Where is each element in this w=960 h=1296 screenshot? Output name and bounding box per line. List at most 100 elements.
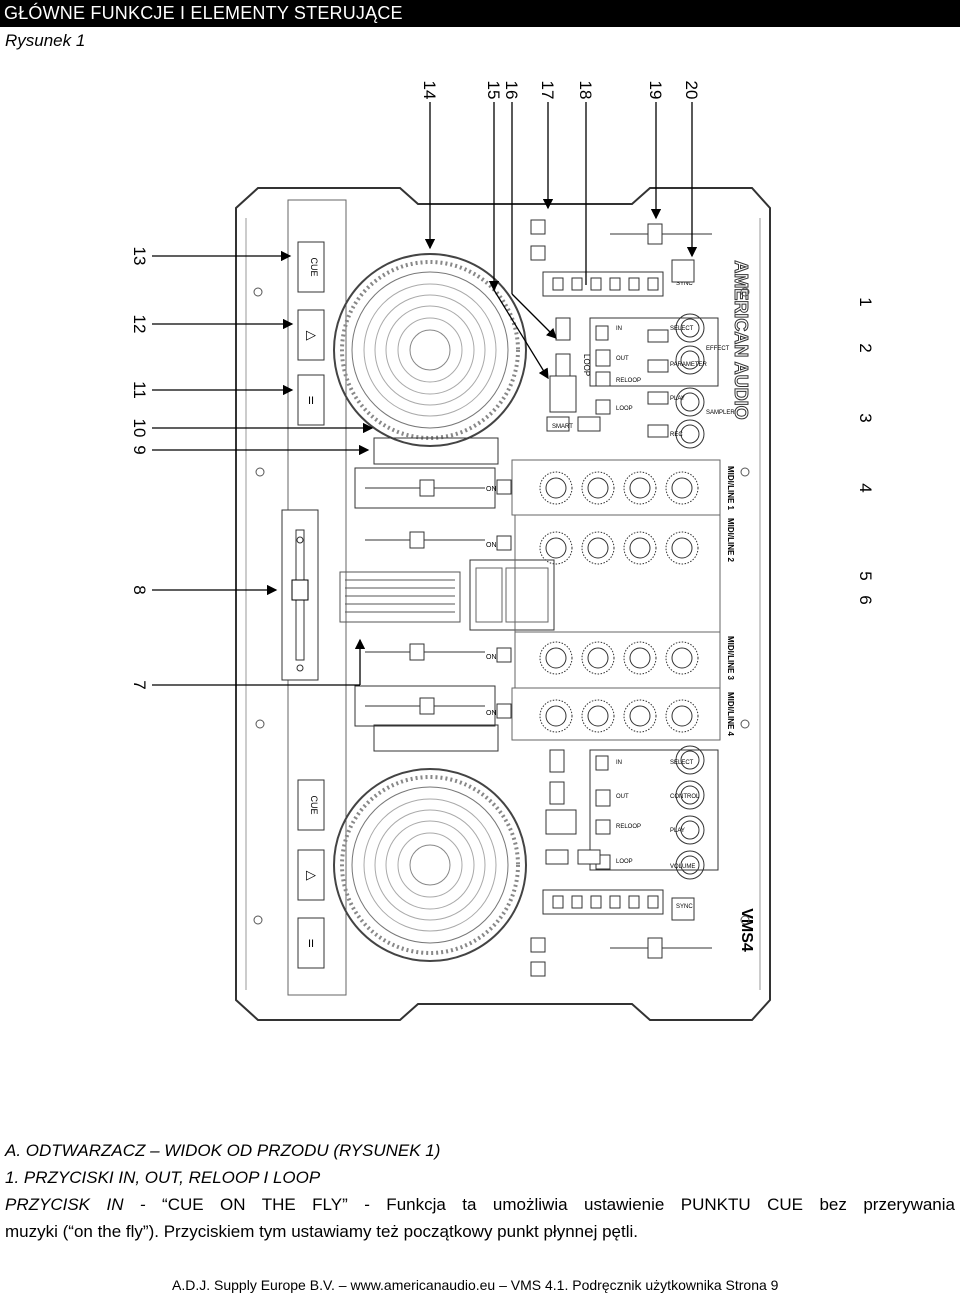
sync-label-bottom: SYNC [676,904,693,910]
knob-2-3 [629,537,651,559]
on-label-2: ON [486,542,497,549]
on-label-4: ON [486,710,497,717]
cue-button-top: CUE [297,241,325,293]
callout-number-2: 2 [856,343,875,352]
knob-ring-3-3 [623,641,657,675]
knob-ring-1-3 [623,471,657,505]
in-button-top [595,325,609,341]
select-label-top: SELECT [670,326,694,332]
jog-wheel-bottom [333,768,527,962]
callout-number-11: 11 [130,381,149,399]
in-button-bottom [595,755,609,771]
select-label-bottom: SELECT [670,760,694,766]
effect-knobs-bottom [675,745,705,880]
sync-label-top: SYNC [676,281,693,287]
paragraph-line-1: PRZYCISK IN - “CUE ON THE FLY” - Funkcja… [5,1191,955,1218]
controller-outline [235,187,771,1021]
screw-holes [253,287,750,925]
callout-number-16: 16 [502,81,521,100]
reloop-button-bottom [595,819,611,835]
callout-number-19: 19 [646,81,665,100]
reloop-label-top: RELOOP [616,378,641,384]
mixer-label-3: MIDI/LINE 3 [726,636,735,681]
rec-label-top: REC [670,432,683,438]
master-section [469,559,555,631]
keylock-button-top [555,317,571,341]
callout-number-20: 20 [682,81,701,100]
model-logo: VMS4 [738,908,755,952]
callout-number-13: 13 [130,247,149,266]
item-heading: 1. PRZYCISKI IN, OUT, RELOOP I LOOP [5,1168,321,1187]
callout-number-12: 12 [130,315,149,334]
callout-number-5: 5 [856,571,875,580]
section-heading: A. ODTWARZACZ – WIDOK OD PRZODU (RYSUNEK… [5,1141,441,1160]
on-label-1: ON [486,486,497,493]
knob-4-3 [629,705,651,727]
sampler-label-top: SAMPLER [706,410,735,416]
knob-ring-4-3 [623,699,657,733]
play-label-bottom: ▷ [306,867,316,882]
header-bar: GŁÓWNE FUNKCJE I ELEMENTY STERUJĄCE [0,0,960,27]
loop-label-bottom: LOOP [616,859,633,865]
knob-ring-2-3 [623,531,657,565]
brand-logo: AMERICAN AUDIO [731,260,751,419]
callout-number-6: 6 [856,595,875,604]
knob-ring-1-4 [665,471,699,505]
paragraph-text-1: “CUE ON THE FLY” - Funkcja ta umożliwia … [162,1195,955,1214]
pitch-bend-minus-bottom [530,937,546,953]
on-button-4 [496,703,512,719]
hot-cue-row-top [542,271,664,297]
callout-number-14: 14 [420,81,439,100]
smart-label-top: SMART [552,424,573,430]
pitch-slider-bottom [610,937,712,959]
sync-button-top [671,259,695,283]
eq-knobs [539,471,699,733]
knob-ring-4-2 [581,699,615,733]
out-label-top: OUT [616,356,629,362]
in-label-bottom: IN [616,760,622,766]
knob-1-1 [545,477,567,499]
mixer-label-2: MIDI/LINE 2 [726,518,735,563]
callout-number-15: 15 [484,81,503,100]
play-button-bottom: ▷ [297,849,325,901]
knob-ring-4-4 [665,699,699,733]
loop-section-label-top: LOOP [582,354,591,376]
channel-strip-4 [511,687,721,741]
pitch-bend-plus-top [530,245,546,261]
knob-1-4 [671,477,693,499]
pause-button-bottom: II [297,917,325,969]
reloop-button-top [595,371,611,387]
channel-faders [354,467,496,727]
out-label-bottom: OUT [616,794,629,800]
loop-section-bottom [589,749,719,871]
play-label-top: ▷ [306,327,316,342]
pitch-display-bottom [373,724,499,752]
pitch-bend-plus-bottom [530,961,546,977]
knob-ring-1-1 [539,471,573,505]
knob-4-1 [545,705,567,727]
loop-label-top: LOOP [616,406,633,412]
callout-number-17: 17 [538,81,557,100]
pitch-bend-minus-top [530,219,546,235]
play-text-bottom: PLAY [670,828,685,834]
controller-diagram: CUE ▷ II CUE ▷ II [130,81,875,1021]
callout-number-1: 1 [856,297,875,306]
cue-label-top: CUE [309,257,319,276]
pitch-slider-top [610,223,712,245]
sync-button-bottom [671,897,695,921]
body-text: A. ODTWARZACZ – WIDOK OD PRZODU (RYSUNEK… [5,1137,955,1245]
play-button-top: ▷ [297,309,325,361]
out-button-bottom [595,789,611,807]
knob-ring-1-2 [581,471,615,505]
on-button-3 [496,647,512,663]
on-button-1 [496,479,512,495]
pause-label-bottom: II [308,938,314,950]
cue-label-bottom: CUE [309,795,319,814]
deck-top-controls [530,219,719,438]
volume-label-bottom: VOLUME [670,864,695,870]
hot-cue-row-bottom [542,889,664,915]
effect-knobs-top [675,313,705,449]
knob-2-2 [587,537,609,559]
figure-caption: Rysunek 1 [5,31,86,50]
button-name: PRZYCISK IN - [5,1195,163,1214]
